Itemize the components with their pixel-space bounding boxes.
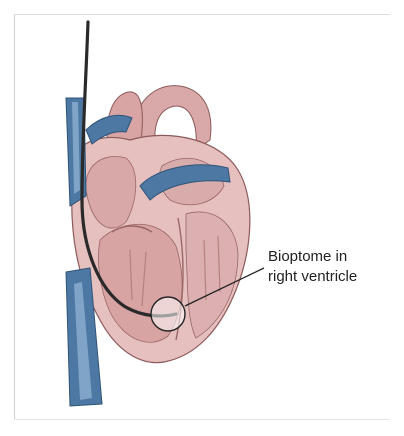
left-ventricle bbox=[186, 212, 238, 338]
annotation-line-1: Bioptome in bbox=[268, 247, 398, 267]
annotation-label: Bioptome in right ventricle bbox=[268, 247, 398, 287]
callout-circle bbox=[151, 297, 185, 331]
annotation-line-2: right ventricle bbox=[268, 267, 398, 287]
